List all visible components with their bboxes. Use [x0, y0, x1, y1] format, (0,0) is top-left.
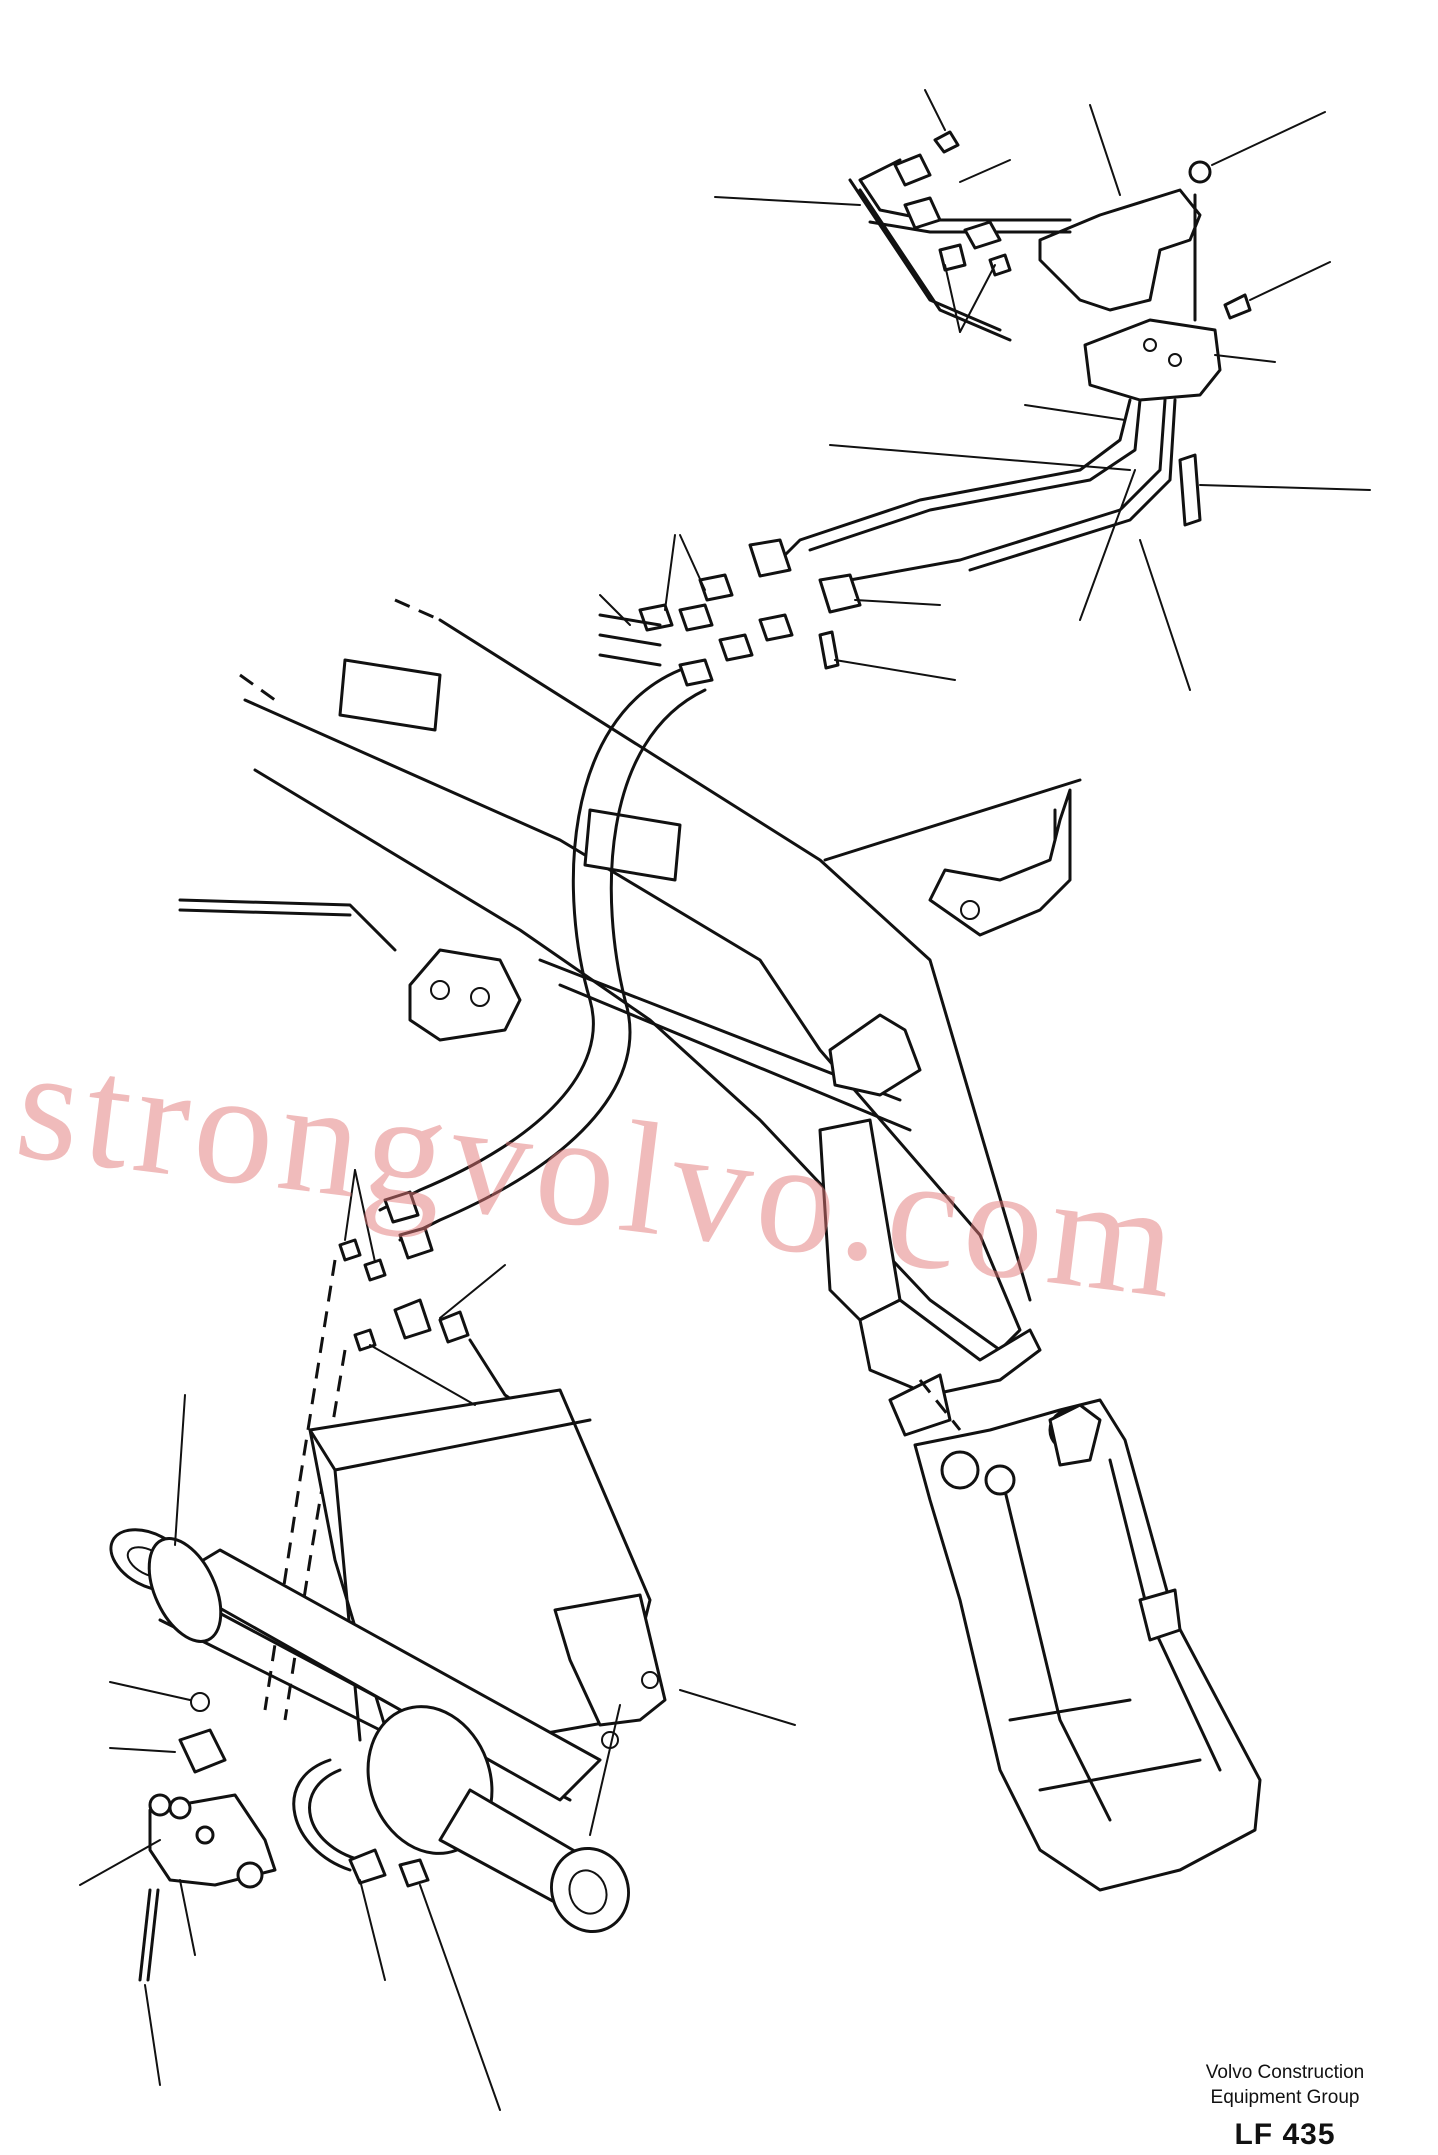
- long-hoses: [378, 668, 707, 1242]
- credit-line-1: Volvo Construction: [1205, 2062, 1365, 2083]
- credit-line-2: Equipment Group: [1210, 2087, 1360, 2108]
- boom-outline: [239, 598, 1082, 1352]
- fittings-upper: [893, 130, 1012, 277]
- lower-hose: [292, 1758, 430, 1888]
- leader-lines: [79, 89, 1371, 2111]
- boom-pivot-bracket: [928, 788, 1072, 937]
- credit-block: Volvo Construction Equipment Group LF 43…: [1175, 2060, 1395, 2152]
- hydraulic-cylinder: [109, 1388, 667, 1934]
- small-valve-block: [138, 1692, 277, 1982]
- arm-linkage: [818, 1013, 1042, 1437]
- clamp-and-hoses-mid: [598, 538, 862, 687]
- valve-block: [1038, 160, 1252, 527]
- hammer-bracket: [913, 1379, 1262, 1892]
- boom-lower-lug: [178, 898, 522, 1042]
- drawing-code: LF 435: [1234, 2118, 1336, 2151]
